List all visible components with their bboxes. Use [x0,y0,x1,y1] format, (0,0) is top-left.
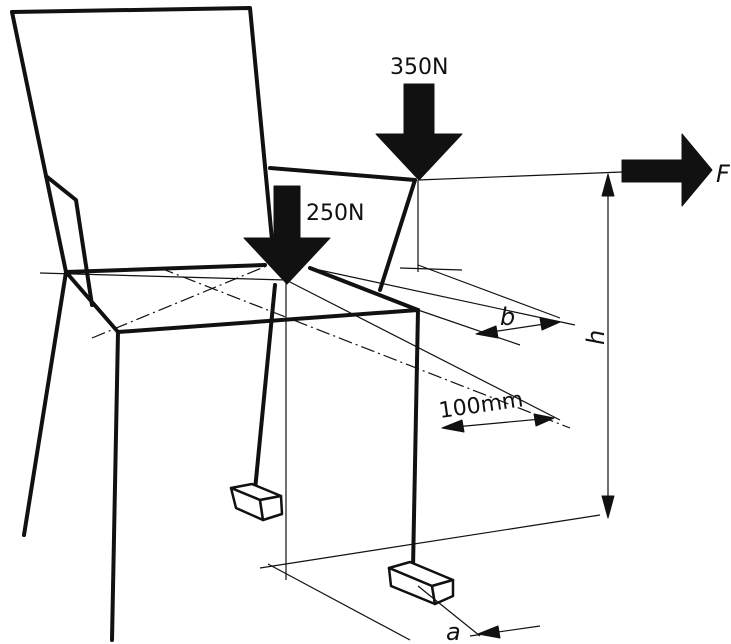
height-label: h [582,330,610,345]
dimension-100mm [441,413,555,433]
chair-left-frame [44,174,120,334]
foot-block-front [387,560,455,606]
force-250n-label: 250N [306,201,364,226]
chair-seat [64,263,420,334]
dimension-a [469,625,541,639]
construction-lines [39,171,623,641]
offset-b-label: b [500,303,515,331]
force-f-label: F [716,160,731,188]
dimension-h [601,173,615,519]
chair-backrest [10,6,417,274]
load-arrow-250n [243,185,331,285]
dimension-b [475,317,561,339]
load-arrow-350n [375,83,463,181]
force-350n-label: 350N [390,55,448,80]
foot-block-rear [229,482,284,522]
chair-legs [22,178,420,642]
distance-label: 100mm [437,387,525,424]
load-arrow-f [621,133,713,207]
offset-a-label: a [446,618,461,644]
